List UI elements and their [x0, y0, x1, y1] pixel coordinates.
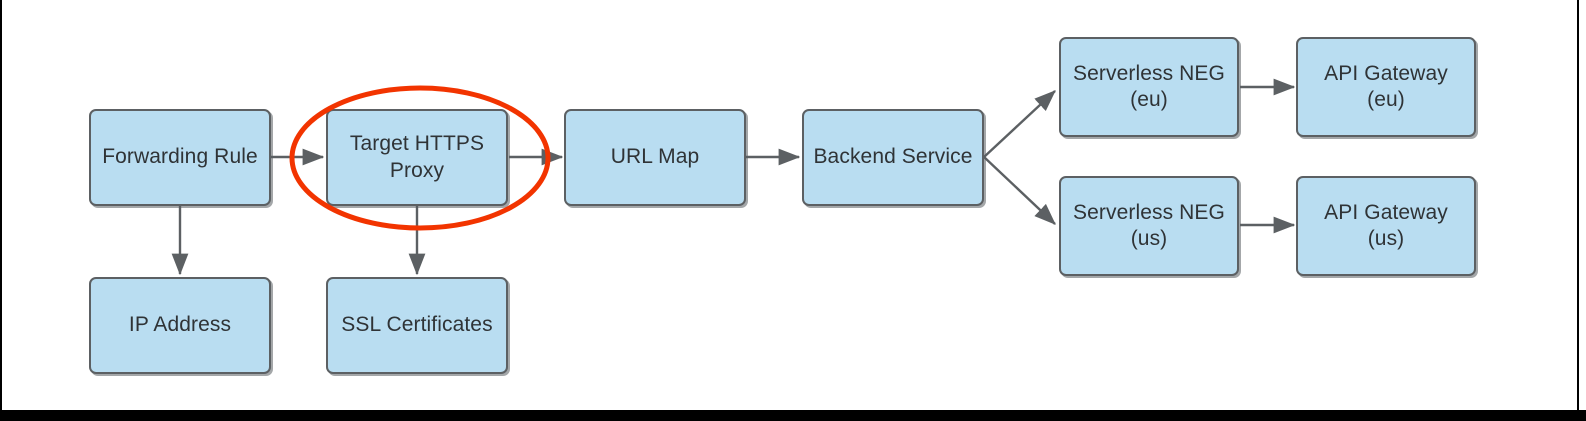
node-api-gateway-eu-label: API Gateway (eu)	[1324, 61, 1448, 111]
edge-backend-service-to-serverless-neg-us	[983, 156, 1056, 225]
node-ip-address-label: IP Address	[128, 313, 232, 337]
node-api-gateway-us[interactable]: API Gateway (us)	[1296, 176, 1476, 276]
node-target-https-proxy[interactable]: Target HTTPS Proxy	[326, 109, 508, 206]
node-serverless-neg-eu[interactable]: Serverless NEG (eu)	[1059, 37, 1239, 137]
node-forwarding-rule[interactable]: Forwarding Rule	[89, 109, 271, 206]
node-forwarding-rule-label: Forwarding Rule	[102, 145, 258, 169]
node-url-map-label: URL Map	[610, 145, 700, 169]
node-backend-service-label: Backend Service	[813, 145, 973, 169]
node-backend-service[interactable]: Backend Service	[802, 109, 984, 206]
node-ssl-certificates[interactable]: SSL Certificates	[326, 277, 508, 374]
node-serverless-neg-us[interactable]: Serverless NEG (us)	[1059, 176, 1239, 276]
page-frame-left-border	[0, 0, 2, 411]
node-url-map[interactable]: URL Map	[564, 109, 746, 206]
page-frame-right-border	[1577, 0, 1579, 411]
node-api-gateway-eu[interactable]: API Gateway (eu)	[1296, 37, 1476, 137]
node-ip-address[interactable]: IP Address	[89, 277, 271, 374]
page-frame-bottom-border	[0, 410, 1586, 421]
node-ssl-certificates-label: SSL Certificates	[341, 313, 493, 337]
node-api-gateway-us-label: API Gateway (us)	[1324, 200, 1448, 250]
node-serverless-neg-eu-label: Serverless NEG (eu)	[1073, 61, 1225, 111]
edge-backend-service-to-serverless-neg-eu	[983, 90, 1056, 158]
node-target-https-proxy-label: Target HTTPS Proxy	[349, 132, 485, 182]
node-serverless-neg-us-label: Serverless NEG (us)	[1073, 200, 1225, 250]
